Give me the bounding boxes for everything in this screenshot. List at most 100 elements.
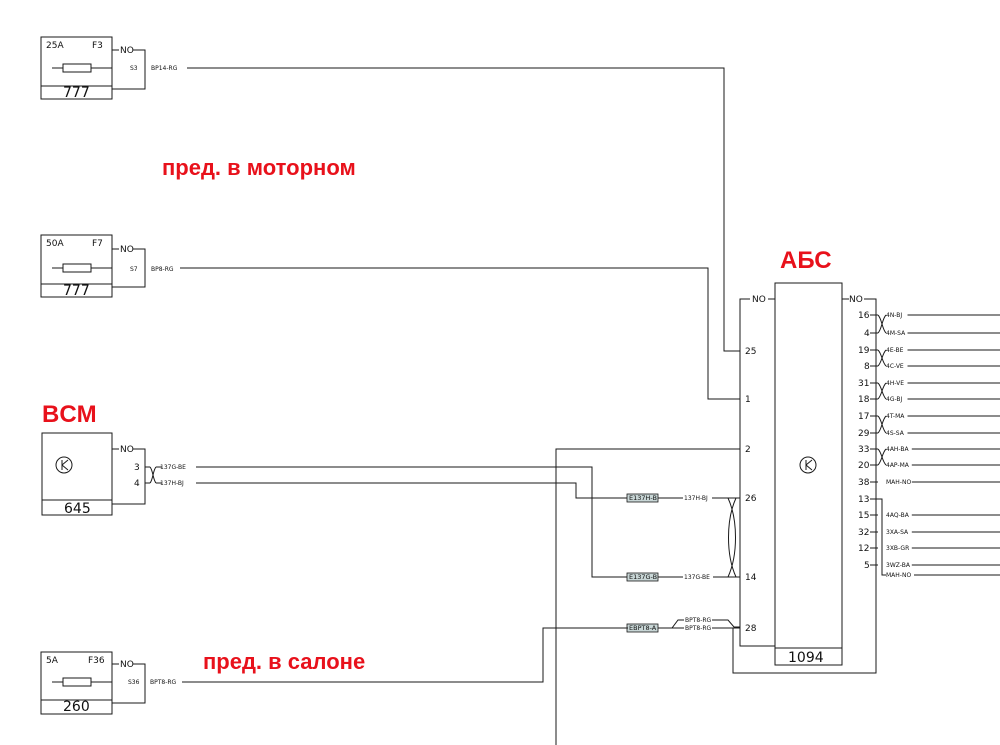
fuse-f3: 25A F3 777 NO S3 BP14-RG — [40, 36, 178, 101]
abs-right-wire-31: 4H-VE — [886, 380, 904, 387]
abs-right-wire-4: 4M-SA — [886, 330, 906, 337]
abs-right-wire-15: 4AQ-BA — [886, 512, 910, 519]
fuse-f7-pin: S7 — [130, 266, 138, 273]
fuse-f36-code: 260 — [63, 699, 90, 715]
bcm-code: 645 — [64, 501, 91, 517]
abs-pin13-link — [878, 498, 886, 576]
abs-pin-14: 14 — [745, 573, 757, 583]
abs-right-pin-29: 29 — [858, 429, 870, 439]
svg-text:E137G-B: E137G-B — [629, 573, 657, 581]
twisted-pair-icon — [877, 382, 887, 400]
abs-pin-1: 1 — [745, 395, 751, 405]
abs-right-wire-32: 3XA-SA — [886, 529, 909, 536]
abs-pin-2: 2 — [745, 445, 751, 455]
abs-right-pin-15: 15 — [858, 511, 869, 521]
twisted-pair-icon — [877, 349, 887, 367]
twisted-pair-icon — [877, 415, 887, 434]
abs-title: АБС — [780, 247, 832, 274]
svg-text:137H-BJ: 137H-BJ — [684, 495, 708, 502]
twisted-pair-abs-icon — [727, 497, 737, 578]
svg-text:BPT8-RG: BPT8-RG — [685, 625, 712, 632]
fuse-f7-element — [62, 263, 92, 273]
bcm-wire-137g: 137G-BE — [160, 464, 186, 471]
abs-right-pin-17: 17 — [858, 412, 869, 422]
fuse-f36-pin: S36 — [128, 679, 140, 686]
fuse-f3-element — [62, 63, 92, 73]
abs-pin-28: 28 — [745, 624, 757, 634]
abs-right-pin-4: 4 — [864, 329, 870, 339]
fuse-f3-code: 777 — [63, 85, 90, 101]
abs-right-pin-31: 31 — [858, 379, 869, 389]
wire-137h — [196, 482, 628, 499]
abs-right-wire-19: 4E-BE — [886, 347, 904, 354]
abs-right-pin-20: 20 — [858, 461, 870, 471]
abs-right-wire-18: 4G-BJ — [886, 396, 903, 403]
abs-right-pins: 16 4N-BJ 4 4M-SA 19 4E-BE 8 4C-VE 31 4H-VE 18 4G-BJ… — [858, 311, 1000, 579]
wire-pin2 — [555, 448, 740, 745]
svg-text:EBPT8-A: EBPT8-A — [629, 624, 657, 632]
abs-module: 1094 NO 25 1 2 26 14 28 NO — [732, 282, 877, 674]
abs-right-wire-38: MAH-NO — [886, 479, 911, 486]
wire-f7-to-abs — [180, 267, 740, 400]
abs-pin-25: 25 — [745, 347, 756, 357]
fuse-f3-amp: 25A — [46, 41, 64, 51]
abs-right-pin-5: 5 — [864, 561, 870, 571]
abs-pin-26: 26 — [745, 494, 757, 504]
connector-e137h: E137H-B 137H-BJ — [626, 493, 740, 503]
abs-transistor-icon — [799, 456, 817, 474]
bcm-body — [41, 432, 113, 516]
connector-ebpt8: EBPT8-A BPT8-RG BPT8-RG — [626, 617, 740, 633]
wire-f3-to-abs — [187, 67, 740, 352]
abs-right-pin-16: 16 — [858, 311, 870, 321]
abs-right-wire-29: 4S-SA — [886, 430, 905, 437]
abs-right-wire-17: 4T-MA — [886, 413, 905, 420]
abs-right-pin-33: 33 — [858, 445, 869, 455]
abs-right-wire-16: 4N-BJ — [886, 312, 902, 319]
abs-right-pin-13: 13 — [858, 495, 869, 505]
abs-right-pin-19: 19 — [858, 346, 870, 356]
abs-right-pin-38: 38 — [858, 478, 870, 488]
abs-code: 1094 — [788, 650, 824, 666]
fuse-f7-no: NO — [120, 245, 134, 255]
wire-f36 — [182, 627, 628, 683]
abs-right-pin-12: 12 — [858, 544, 869, 554]
transistor-icon — [55, 456, 73, 474]
abs-right-pin-32: 32 — [858, 528, 869, 538]
fuse-f7-amp: 50A — [46, 239, 64, 249]
abs-right-wire-5: 3WZ-BA — [886, 562, 911, 569]
abs-right-wire-33: 4AH-BA — [886, 446, 910, 453]
abs-body — [774, 282, 843, 666]
bcm-pin-4: 4 — [134, 479, 140, 489]
cabin-fuse-note: пред. в салоне — [203, 649, 365, 674]
bcm-module: 645 NO 3 4 137G-BE 137H-BJ — [41, 432, 186, 517]
fuse-f36-name: F36 — [88, 656, 105, 666]
twisted-pair-icon — [877, 448, 887, 466]
fuse-f7: 50A F7 777 NO S7 BP8-RG — [40, 234, 174, 299]
fuse-f7-name: F7 — [92, 239, 103, 249]
abs-right-pin-8: 8 — [864, 362, 870, 372]
abs-right-pin-18: 18 — [858, 395, 870, 405]
abs-no-right: NO — [849, 295, 863, 305]
fuse-f36-no: NO — [120, 660, 134, 670]
twisted-pair-icon — [149, 466, 157, 484]
engine-fuse-note: пред. в моторном — [162, 155, 356, 180]
abs-right-wire-8: 4C-VE — [886, 363, 904, 370]
bcm-no: NO — [120, 445, 134, 455]
fuse-f7-code: 777 — [63, 283, 90, 299]
twisted-pair-icon — [877, 314, 887, 334]
fuse-f3-pin: S3 — [130, 65, 138, 72]
fuse-f7-wire: BP8-RG — [151, 266, 174, 273]
bcm-title: BCM — [42, 401, 97, 428]
svg-text:E137H-B: E137H-B — [629, 494, 657, 502]
fuse-f36: 5A F36 260 NO S36 BPT8-RG — [40, 651, 177, 715]
fuse-f36-wire: BPT8-RG — [150, 679, 177, 686]
connector-e137g: E137G-B 137G-BE — [626, 572, 740, 582]
bcm-wire-137h: 137H-BJ — [160, 480, 184, 487]
svg-text:137G-BE: 137G-BE — [684, 574, 710, 581]
abs-right-wire-12: 3XB-GR — [886, 545, 909, 552]
bcm-pin-3: 3 — [134, 463, 140, 473]
fuse-f36-element — [62, 677, 92, 687]
fuse-f36-amp: 5A — [46, 656, 59, 666]
wire-137g — [196, 466, 628, 578]
